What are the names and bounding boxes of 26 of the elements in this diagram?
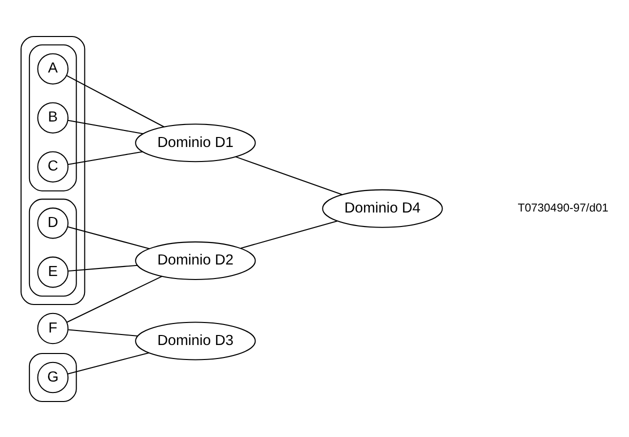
node-ellipse: Dominio D3 xyxy=(135,321,256,360)
connector xyxy=(68,352,149,374)
cluster xyxy=(20,36,86,305)
connector xyxy=(68,150,143,164)
label: T0730490-97/d01 xyxy=(518,202,608,214)
connector xyxy=(68,119,144,134)
node-ellipse: Dominio D2 xyxy=(135,240,256,280)
node-circle: E xyxy=(37,256,69,288)
node-circle: G xyxy=(37,361,69,393)
connector xyxy=(236,156,342,195)
connector xyxy=(68,328,138,336)
connector xyxy=(68,264,138,272)
connector xyxy=(240,220,338,248)
cluster xyxy=(28,198,77,296)
node-ellipse: Dominio D4 xyxy=(322,188,443,228)
node-ellipse: Dominio D1 xyxy=(135,123,256,162)
node-circle: C xyxy=(37,150,69,182)
connector xyxy=(66,74,164,127)
cluster xyxy=(28,44,77,191)
connector xyxy=(66,275,162,322)
connector xyxy=(68,226,150,249)
node-circle: F xyxy=(37,312,69,344)
node-circle: A xyxy=(37,52,69,84)
node-circle: D xyxy=(37,207,69,238)
cluster xyxy=(28,352,77,402)
node-circle: B xyxy=(37,102,69,133)
